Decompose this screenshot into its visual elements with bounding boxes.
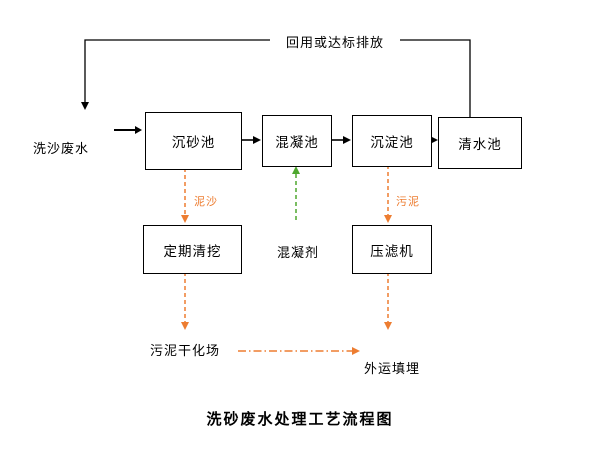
node-coagulation-tank: 混凝池 — [262, 115, 332, 167]
press-out-arrowhead-icon — [384, 322, 392, 330]
feedback-label: 回用或达标排放 — [270, 32, 400, 51]
inlet-arrowhead-icon — [135, 126, 142, 134]
sludge-arrowhead-icon — [384, 215, 392, 223]
node-filter-press: 压滤机 — [352, 225, 432, 274]
node-clear-water-tank: 清水池 — [438, 117, 522, 169]
node-grit-chamber: 沉砂池 — [145, 112, 242, 170]
feedback-line — [84, 39, 471, 117]
landfill-label: 外运填埋 — [364, 362, 421, 377]
feedback-arrowhead-icon — [81, 102, 89, 110]
node-sedimentation-tank: 沉淀池 — [352, 115, 432, 167]
flow-arrowhead-coag-sed-icon — [343, 136, 351, 144]
flow-arrowhead-grit-coag-icon — [253, 136, 261, 144]
sludge-drying-field-label: 污泥干化场 — [150, 344, 221, 359]
sediment-arrowhead-icon — [181, 215, 189, 223]
sediment-edge-label: 泥沙 — [194, 195, 218, 208]
flow-arrowhead-sed-clear-icon — [430, 136, 438, 144]
node-periodic-dredging: 定期清挖 — [143, 225, 242, 274]
coagulant-label: 混凝剂 — [277, 246, 320, 261]
dredge-out-arrowhead-icon — [181, 322, 189, 330]
drying-landfill-arrowhead-icon — [352, 347, 360, 355]
coagulant-arrowhead-icon — [292, 166, 300, 174]
source-label: 洗沙废水 — [33, 142, 90, 157]
diagram-title: 洗砂废水处理工艺流程图 — [206, 410, 394, 428]
sludge-edge-label: 污泥 — [396, 195, 420, 208]
